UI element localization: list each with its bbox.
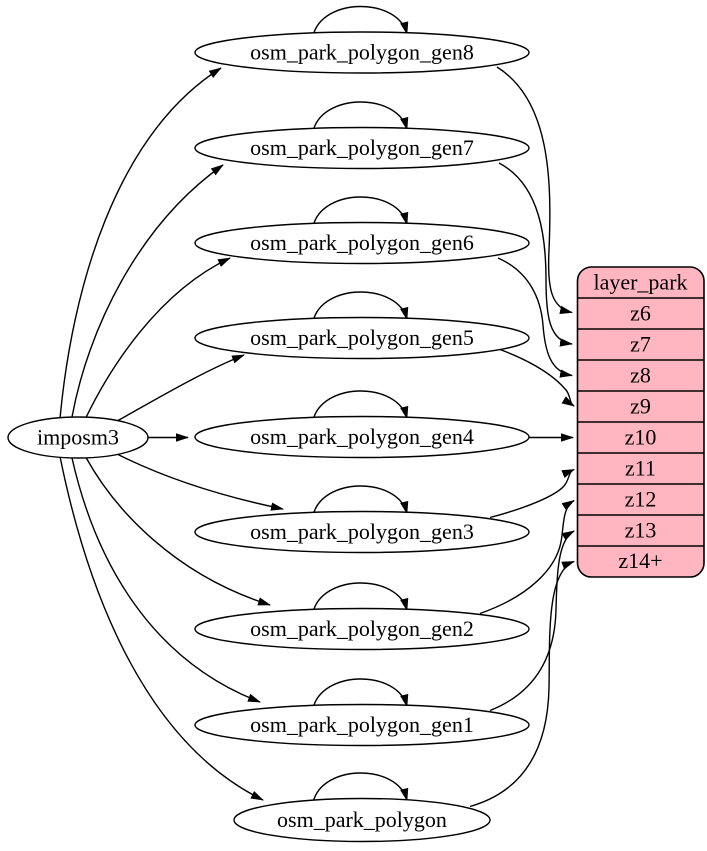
node-ellipse <box>194 415 530 459</box>
node-ellipse <box>194 221 530 265</box>
row-label-z11: z11 <box>625 456 656 481</box>
node-label: osm_park_polygon_gen5 <box>250 325 474 350</box>
edge-gen5-to-z9 <box>499 348 575 407</box>
edge-gen7-to-z7 <box>498 162 573 347</box>
edge-imposm3-to-gen6 <box>85 257 231 418</box>
node-label: osm_park_polygon_gen8 <box>250 40 474 65</box>
row-label-z7: z7 <box>630 332 651 357</box>
edge-gen2-to-z12 <box>479 499 575 615</box>
edge-self-loop-polygon <box>312 772 409 803</box>
edge-polygon-to-z14plus <box>469 560 575 808</box>
edge-imposm3-to-gen3 <box>117 453 284 511</box>
node-imposm3: imposm3 <box>7 416 149 459</box>
row-label-z8: z8 <box>630 363 651 388</box>
row-label-z12: z12 <box>625 487 657 512</box>
edge-imposm3-to-gen2 <box>85 457 271 606</box>
row-label-z13: z13 <box>625 518 657 543</box>
edges-to-layer-table <box>469 66 575 808</box>
edge-self-loop-gen7 <box>312 101 409 132</box>
node-ellipse <box>194 703 530 747</box>
row-label-z6: z6 <box>630 301 651 326</box>
node-osm-park-polygon-gen8: osm_park_polygon_gen8 <box>194 31 530 74</box>
node-label: osm_park_polygon_gen1 <box>250 712 474 737</box>
node-osm-park-polygon-gen2: osm_park_polygon_gen2 <box>194 607 530 651</box>
edge-self-loop-gen8 <box>312 5 409 37</box>
node-ellipse <box>194 31 530 74</box>
node-ellipse <box>194 510 530 554</box>
edge-imposm3-to-gen1 <box>71 457 261 703</box>
edge-self-loop-gen2 <box>312 582 409 613</box>
node-osm-park-polygon-gen6: osm_park_polygon_gen6 <box>194 221 530 265</box>
node-label: imposm3 <box>37 425 119 450</box>
node-ellipse <box>194 607 530 651</box>
row-label-z14plus: z14+ <box>618 548 662 573</box>
edge-gen6-to-z8 <box>497 257 573 378</box>
node-osm-park-polygon-gen5: osm_park_polygon_gen5 <box>194 316 530 360</box>
edge-self-loop-gen3 <box>312 485 409 516</box>
row-label-z9: z9 <box>630 394 651 419</box>
node-label: osm_park_polygon_gen3 <box>250 519 474 544</box>
edge-gen8-to-z6 <box>496 66 573 314</box>
row-label-z10: z10 <box>625 425 657 450</box>
node-osm-park-polygon-gen7: osm_park_polygon_gen7 <box>194 126 530 170</box>
node-osm-park-polygon-gen4: osm_park_polygon_gen4 <box>194 415 530 459</box>
edge-imposm3-to-gen8 <box>59 67 222 419</box>
node-ellipse <box>233 797 491 843</box>
edge-gen1-to-z13 <box>489 530 575 712</box>
node-osm-park-polygon: osm_park_polygon <box>233 797 491 843</box>
node-ellipse <box>7 416 149 459</box>
edges-from-source <box>59 67 284 801</box>
node-label: osm_park_polygon_gen4 <box>250 424 474 449</box>
node-ellipse <box>194 126 530 170</box>
edge-self-loop-gen6 <box>312 196 409 227</box>
edge-self-loop-gen4 <box>312 390 409 421</box>
edge-imposm3-to-polygon <box>59 456 264 801</box>
edge-self-loop-gen5 <box>312 291 409 322</box>
edge-gen3-to-z11 <box>489 468 575 519</box>
self-loop-edges <box>312 5 409 803</box>
table-layer-park: layer_park z6 z7 z8 z9 z10 z11 z12 z13 z… <box>576 266 705 578</box>
edge-imposm3-to-gen7 <box>71 164 224 418</box>
node-ellipse <box>194 316 530 360</box>
table-title: layer_park <box>593 270 687 295</box>
node-osm-park-polygon-gen3: osm_park_polygon_gen3 <box>194 510 530 554</box>
node-label: osm_park_polygon <box>277 807 447 832</box>
edge-self-loop-gen1 <box>312 678 409 709</box>
edge-imposm3-to-gen5 <box>117 354 245 422</box>
node-label: osm_park_polygon_gen7 <box>250 135 474 160</box>
node-label: osm_park_polygon_gen2 <box>250 616 474 641</box>
node-osm-park-polygon-gen1: osm_park_polygon_gen1 <box>194 703 530 747</box>
node-label: osm_park_polygon_gen6 <box>250 230 474 255</box>
